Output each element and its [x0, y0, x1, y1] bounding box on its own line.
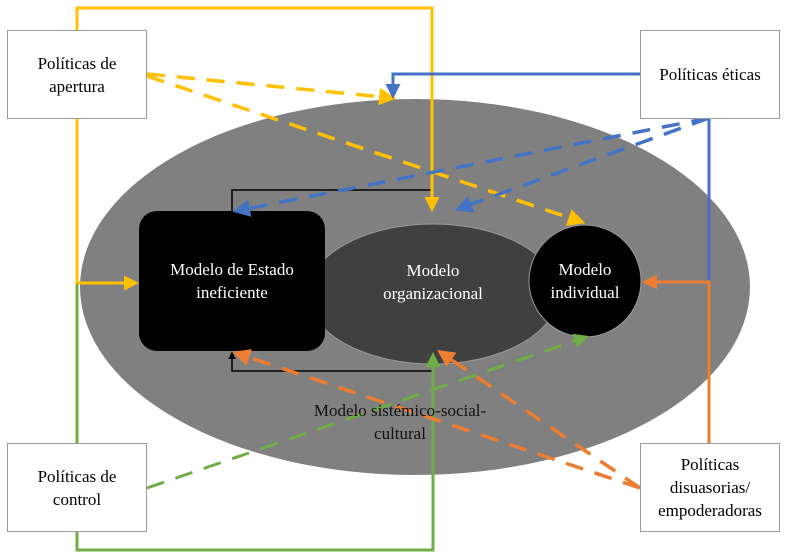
sistemico-label-line2: cultural — [374, 424, 426, 443]
feedback-line-bottom — [228, 351, 432, 372]
estado-box — [139, 211, 325, 351]
eticas-dashed-1 — [232, 116, 710, 217]
organizacional-label-line2: organizacional — [383, 284, 483, 303]
estado-label: Modelo de Estado ineficiente — [139, 211, 325, 351]
apertura-dashed-1 — [146, 72, 397, 106]
individual-label: Modelo individual — [529, 225, 641, 337]
apertura-line-left — [75, 117, 139, 291]
apertura-label-line1: Políticas de — [37, 53, 117, 73]
disuasorias-dashed-1 — [232, 349, 641, 490]
eticas-label: Políticas éticas — [659, 65, 761, 84]
organizacional-label-line1: Modelo — [406, 261, 460, 280]
policy-box-control: Políticas de control — [7, 443, 147, 532]
control-label-line2: control — [52, 489, 102, 509]
individual-label-line1: Modelo — [558, 260, 612, 279]
policy-box-disuasorias: Políticas disuasorias/empoderadoras — [640, 443, 780, 532]
control-label-line1: Políticas de — [37, 466, 117, 486]
eticas-line-top — [385, 72, 640, 99]
apertura-dashed-2 — [146, 74, 586, 226]
control-dashed — [146, 333, 589, 490]
sistemico-label-line1: Modelo sistémico-social- — [313, 401, 487, 420]
apertura-label-line2: apertura — [49, 76, 105, 96]
disuasorias-line-right — [642, 274, 711, 443]
apertura-line-top — [75, 6, 440, 212]
policy-box-apertura: Políticas de apertura — [7, 30, 147, 119]
organizacional-label: Modelo organizacional — [330, 212, 536, 352]
disuasorias-dashed-2 — [437, 350, 641, 490]
feedback-line-top — [231, 189, 432, 211]
individual-label-line2: individual — [550, 283, 620, 302]
sistemico-label: Modelo sistémico-social- cultural — [280, 399, 520, 445]
policy-box-eticas: Políticas éticas — [640, 30, 780, 119]
disuasorias-label-line1: Políticas — [680, 455, 740, 474]
control-line-bottom — [75, 352, 441, 552]
eticas-dashed-2 — [454, 116, 710, 213]
estado-label-line1: Modelo de Estado — [170, 260, 294, 279]
disuasorias-label-line3: empoderadoras — [658, 501, 762, 520]
disuasorias-label-line2: disuasorias/ — [669, 478, 751, 497]
estado-label-line2: ineficiente — [196, 283, 268, 302]
